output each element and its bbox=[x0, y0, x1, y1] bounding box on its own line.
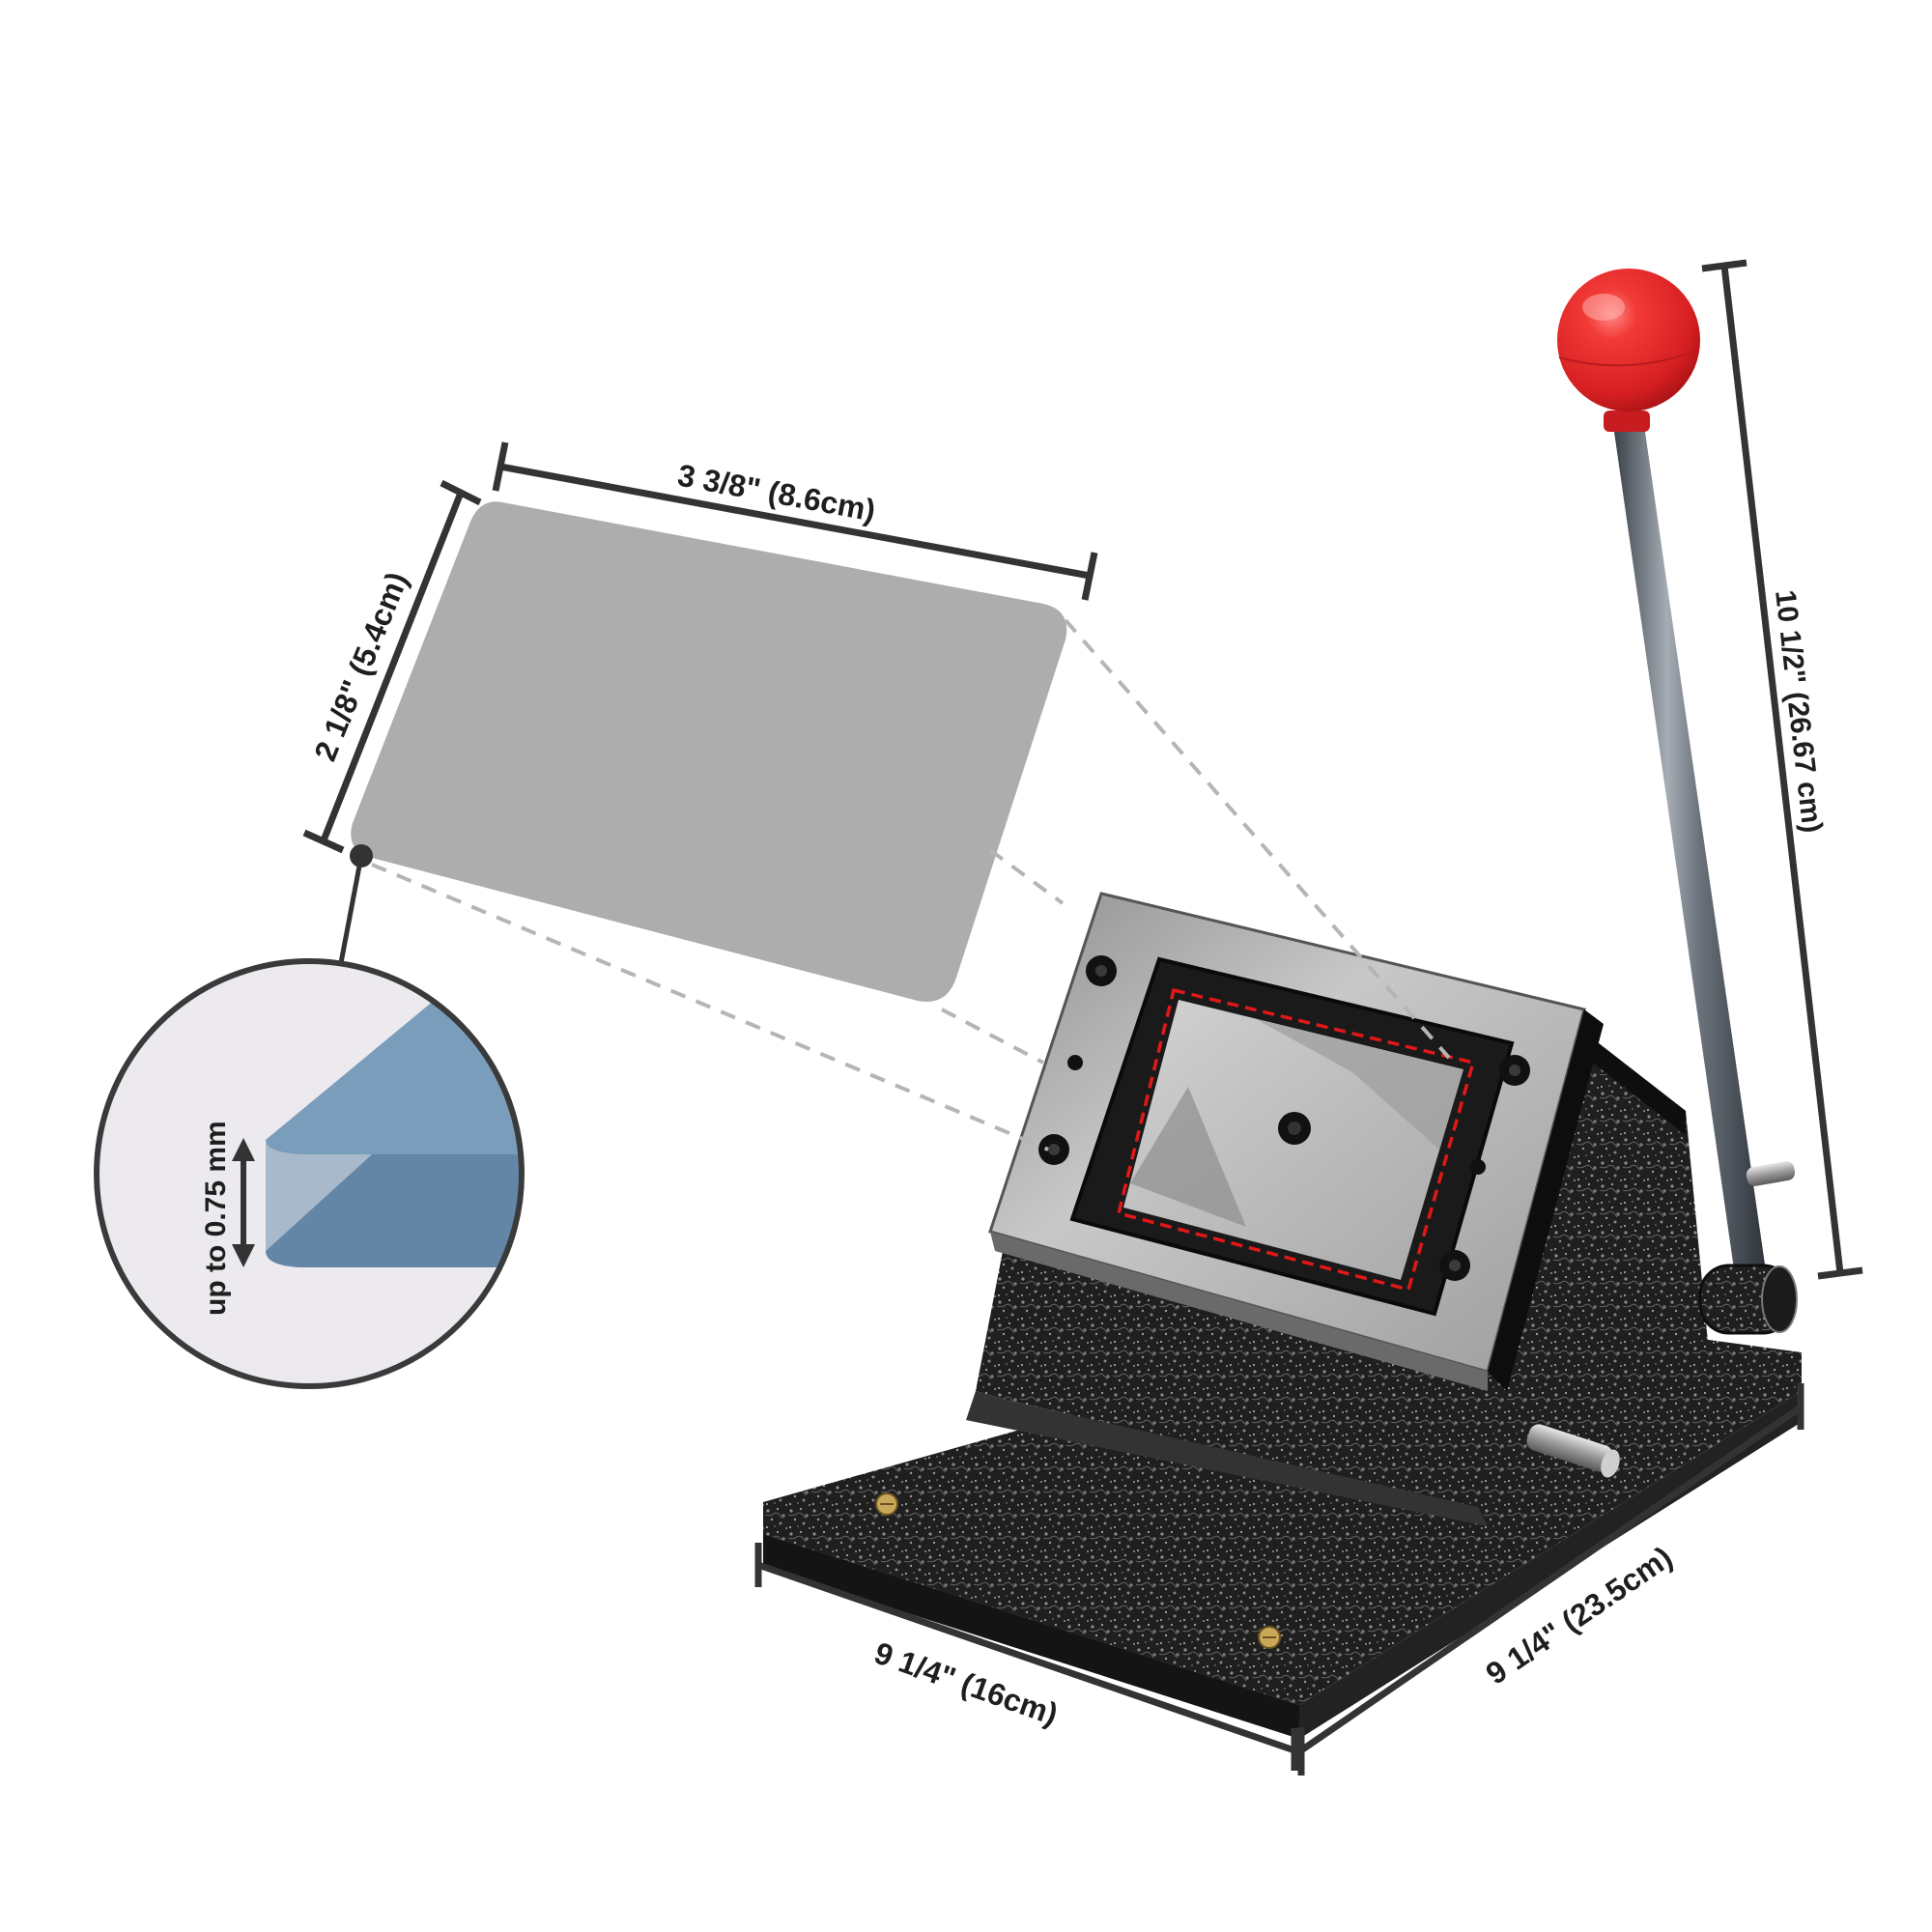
card-shape bbox=[350, 501, 1067, 1002]
cut-outline bbox=[1116, 987, 1476, 1293]
projection-guides bbox=[371, 618, 1451, 1151]
base-plate bbox=[763, 1306, 1802, 1739]
hex-screw-icon bbox=[1086, 955, 1117, 986]
thickness-detail-callout: up to 0.75 mm bbox=[94, 855, 525, 1389]
hex-screw-icon bbox=[1439, 1250, 1470, 1281]
double-arrow-icon bbox=[232, 1138, 255, 1267]
lever-handle bbox=[1557, 269, 1798, 1335]
thickness-label: up to 0.75 mm bbox=[200, 1121, 232, 1316]
red-ball-knob bbox=[1557, 269, 1700, 432]
hex-screw-icon bbox=[1278, 1112, 1311, 1145]
die-plate bbox=[988, 892, 1604, 1391]
screw-icon bbox=[1258, 1626, 1281, 1649]
locking-pin bbox=[1526, 1424, 1620, 1478]
hex-screw-icon bbox=[1499, 1055, 1530, 1086]
screw-icon bbox=[875, 1492, 898, 1516]
hex-screw-icon bbox=[1038, 1134, 1069, 1165]
